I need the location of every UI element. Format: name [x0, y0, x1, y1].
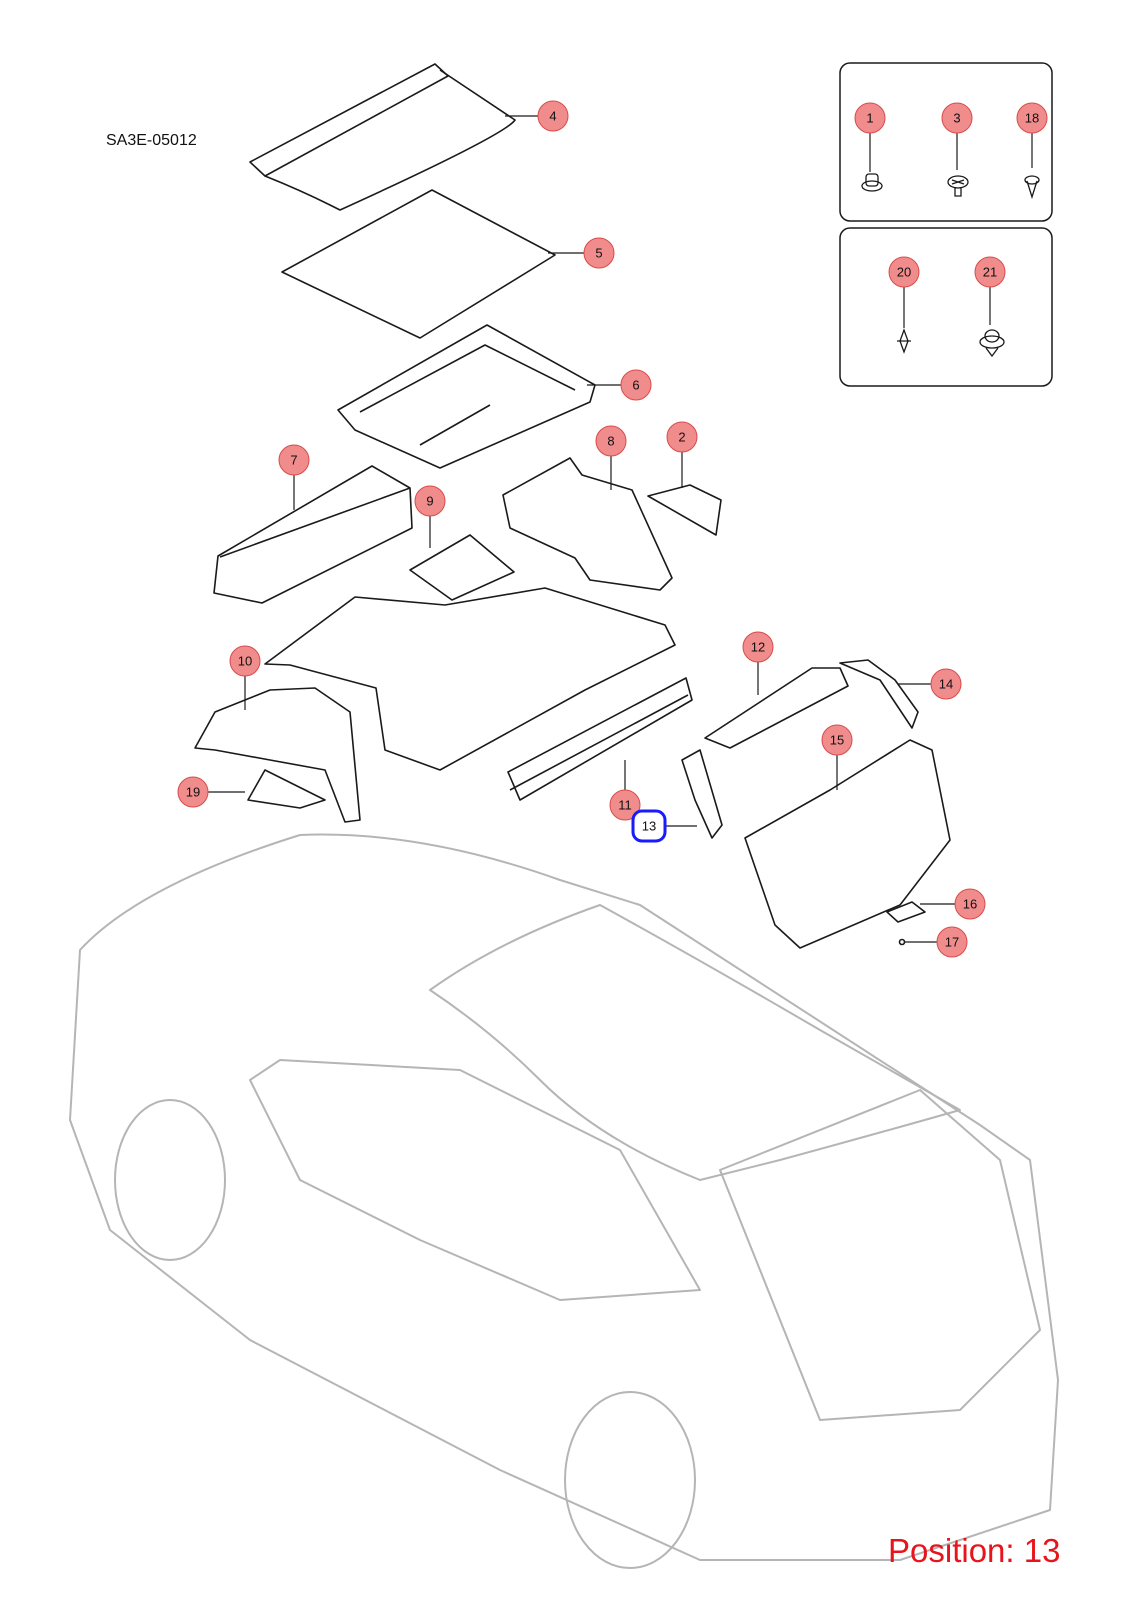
- callout-bubble: [620, 369, 652, 401]
- callout-number: 1: [866, 111, 873, 126]
- callout-bubble: [1016, 102, 1048, 134]
- vehicle-silhouette: [69, 833, 1059, 1569]
- callout-bubble: [583, 237, 615, 269]
- callout-9[interactable]: 9: [414, 485, 446, 548]
- small-screw: [898, 938, 906, 946]
- callout-bubble: [888, 256, 920, 288]
- callout-18[interactable]: 18: [1016, 102, 1048, 168]
- callout-number: 6: [632, 378, 639, 393]
- callout-bubble: [414, 485, 446, 517]
- callout-bubble: [821, 724, 853, 756]
- callout-3[interactable]: 3: [941, 102, 973, 170]
- callout-6[interactable]: 6: [587, 369, 652, 401]
- callout-number: 15: [830, 733, 844, 748]
- callout-bubble: [537, 100, 569, 132]
- fastener-icons: [861, 173, 1040, 358]
- callout-number: 16: [963, 897, 977, 912]
- callout-number: 21: [983, 265, 997, 280]
- callout-16[interactable]: 16: [920, 888, 986, 920]
- callout-number: 8: [607, 434, 614, 449]
- sill-plate: [507, 677, 693, 801]
- clip-icon: [861, 173, 883, 192]
- grommet-icon: [979, 329, 1005, 358]
- callout-bubble: [278, 444, 310, 476]
- callout-bubble: [941, 102, 973, 134]
- parts-line-art: [194, 63, 951, 949]
- callout-2[interactable]: 2: [666, 421, 698, 488]
- push-rivet-icon: [897, 328, 911, 354]
- callout-number: 2: [678, 430, 685, 445]
- rear-crossmember-trim: [213, 465, 413, 604]
- pillar-trim-lower: [247, 769, 326, 809]
- callout-number: 12: [751, 640, 765, 655]
- callout-1[interactable]: 1: [854, 102, 886, 172]
- tailgate-side-trim: [681, 749, 723, 839]
- callout-number: 20: [897, 265, 911, 280]
- callout-20[interactable]: 20: [888, 256, 920, 328]
- callout-bubble: [974, 256, 1006, 288]
- callout-number: 11: [618, 798, 632, 813]
- quarter-trim-right: [502, 457, 673, 591]
- callout-10[interactable]: 10: [229, 645, 261, 710]
- handle-trim: [886, 901, 926, 923]
- callout-bubble: [930, 668, 962, 700]
- callout-bubble: [742, 631, 774, 663]
- tapping-screw-icon: [1024, 175, 1040, 200]
- callout-number: 7: [290, 453, 297, 468]
- callout-21[interactable]: 21: [974, 256, 1006, 325]
- fastener-legend: [839, 62, 1053, 387]
- callout-number: 4: [549, 109, 556, 124]
- callout-bubble: [177, 776, 209, 808]
- callout-bubble: [854, 102, 886, 134]
- front-wheel: [114, 1099, 226, 1261]
- tailgate-lower-trim: [744, 739, 951, 949]
- luggage-board: [281, 189, 556, 339]
- callout-number: 13: [642, 819, 656, 834]
- callout-bubble: [609, 789, 641, 821]
- callout-number: 19: [186, 785, 200, 800]
- callout-bubble: [229, 645, 261, 677]
- tailgate-upper-trim: [704, 667, 849, 749]
- callout-15[interactable]: 15: [821, 724, 853, 790]
- callout-number: 10: [238, 654, 252, 669]
- callout-14[interactable]: 14: [898, 668, 962, 700]
- luggage-tray: [337, 324, 596, 469]
- floor-carpet: [264, 587, 676, 771]
- callout-17[interactable]: 17: [904, 926, 968, 958]
- callout-number: 3: [953, 111, 960, 126]
- callout-bubble: [954, 888, 986, 920]
- pillar-trim-small: [647, 484, 722, 536]
- position-label: Position: 13: [888, 1532, 1061, 1569]
- callout-bubble: [666, 421, 698, 453]
- callout-12[interactable]: 12: [742, 631, 774, 695]
- callout-11[interactable]: 11: [609, 760, 641, 821]
- callout-number: 5: [595, 246, 602, 261]
- callout-13[interactable]: 13: [631, 809, 697, 843]
- callout-4[interactable]: 4: [505, 100, 569, 132]
- selected-callout-highlight: [631, 809, 667, 843]
- callout-bubble: [595, 425, 627, 457]
- rear-wheel: [564, 1391, 696, 1569]
- callout-7[interactable]: 7: [278, 444, 310, 510]
- floor-mat-small: [409, 534, 515, 601]
- callout-bubble: [936, 926, 968, 958]
- callout-number: 18: [1025, 111, 1039, 126]
- diagram-code: SA3E-05012: [106, 132, 197, 149]
- callout-8[interactable]: 8: [595, 425, 627, 490]
- screw-icon: [947, 175, 969, 197]
- callout-5[interactable]: 5: [548, 237, 615, 269]
- tailgate-trim-strip: [839, 659, 919, 729]
- fastener-box-bottom: [839, 227, 1053, 387]
- callout-number: 9: [426, 494, 433, 509]
- callout-number: 14: [939, 677, 953, 692]
- callout-number: 17: [945, 935, 959, 950]
- callout-19[interactable]: 19: [177, 776, 245, 808]
- tonneau-cover: [249, 63, 516, 211]
- quarter-trim-left: [194, 687, 361, 823]
- fastener-box-top: [839, 62, 1053, 222]
